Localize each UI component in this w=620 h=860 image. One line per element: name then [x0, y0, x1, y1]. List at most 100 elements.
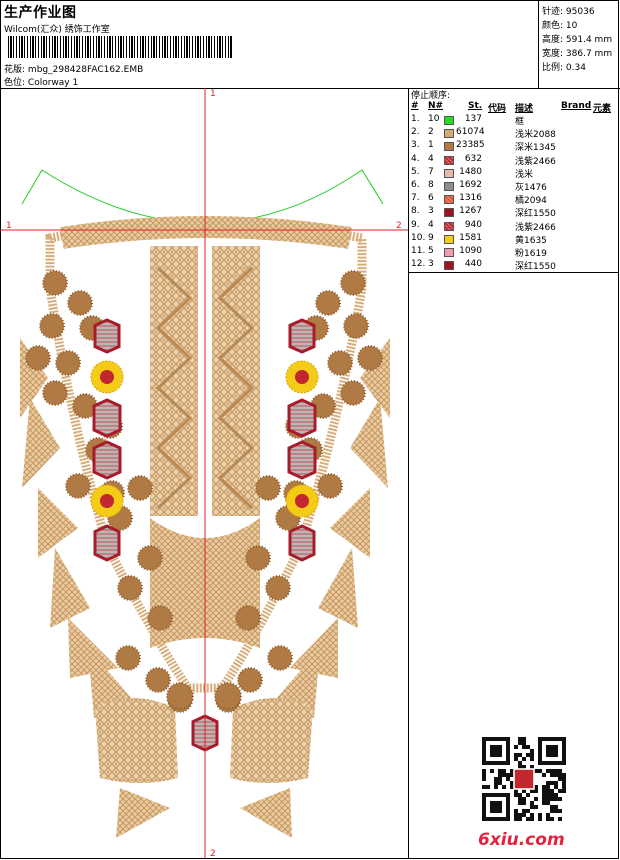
flower-motif [285, 484, 319, 518]
axis-label-left: 1 [6, 221, 12, 231]
col-st: St. [468, 101, 483, 111]
pompom [357, 345, 383, 371]
color-swatch [444, 155, 454, 165]
row-stitches: 1581 [459, 232, 482, 243]
color-swatch [444, 248, 454, 257]
embroidery-design: 1 2 1 2 [0, 88, 408, 859]
axis-label-right: 2 [396, 221, 402, 231]
pompom [343, 313, 369, 339]
color-swatch [444, 221, 454, 231]
row-needle: 3 [428, 206, 434, 217]
pompom [42, 270, 68, 296]
col-code: 代码 [488, 104, 507, 114]
neck-border [60, 216, 352, 249]
row-index: 1. [411, 114, 420, 124]
row-needle: 1 [428, 140, 434, 151]
col-element: 元素 [593, 104, 612, 114]
row-needle: 9 [428, 232, 434, 243]
row-stitches: 632 [464, 153, 482, 164]
pompom [340, 270, 366, 296]
gem-motif [287, 398, 317, 438]
flower-motif [90, 360, 124, 394]
watermark: 6xiu.com [478, 830, 565, 850]
row-description: 黄1635 [515, 235, 547, 246]
col-index: # [411, 101, 419, 111]
pompom [265, 575, 291, 601]
col-brand: Brand [561, 101, 592, 111]
color-row: 10.9 1581 黄1635 [408, 233, 619, 246]
scale-row: 比例: 0.34 [542, 63, 586, 73]
zigzag-right [217, 266, 255, 510]
stats-panel: 针迹: 95036 颜色: 10 高度: 591.4 mm 宽度: 386.7 … [538, 0, 620, 88]
gem-columns [90, 318, 319, 752]
pompom [67, 290, 93, 316]
qr-code [482, 737, 566, 821]
gem-motif [288, 318, 316, 354]
row-index: 9. [411, 219, 420, 230]
row-index: 2. [411, 127, 420, 138]
col-n: N# [428, 101, 444, 111]
pompom [317, 473, 343, 499]
file-name: mbg_298428FAC162.EMB [27, 65, 144, 75]
pompom [327, 350, 353, 376]
bottom-left-motif [95, 698, 178, 783]
row-description: 深红1550 [515, 262, 556, 273]
pompom [42, 380, 68, 406]
row-stitches: 1267 [459, 206, 482, 217]
row-stitches: 1480 [459, 166, 482, 177]
center-panel-left [150, 246, 198, 516]
color-swatch [444, 182, 454, 191]
gem-motif [92, 398, 122, 438]
file-label: 花版: [4, 65, 26, 75]
pompom [39, 313, 65, 339]
stitches-row: 针迹: 95036 [542, 7, 595, 17]
height-row: 高度: 591.4 mm [542, 35, 613, 45]
colors-row: 颜色: 10 [542, 21, 578, 31]
flower-motif [285, 360, 319, 394]
row-stitches: 1692 [459, 180, 482, 190]
row-description: 浅紫2466 [515, 156, 556, 167]
row-description: 深米1345 [515, 143, 556, 154]
row-stitches: 61074 [456, 127, 485, 138]
pompom [127, 475, 153, 501]
row-needle: 6 [428, 193, 434, 204]
gem-motif [287, 440, 317, 480]
design-canvas: 1 2 1 2 [0, 88, 409, 859]
colorway-row: 色位: Colorway 1 [4, 75, 78, 88]
row-stitches: 1090 [459, 246, 482, 256]
gem-motif [93, 524, 121, 562]
bottom-right-motif [230, 698, 313, 783]
gem-motif [93, 318, 121, 354]
pompom [255, 475, 281, 501]
row-needle: 7 [428, 166, 434, 177]
row-index: 3. [411, 140, 420, 151]
row-index: 6. [411, 180, 420, 190]
center-panel-right [212, 246, 260, 516]
row-stitches: 440 [464, 259, 482, 270]
row-description: 浅米 [515, 169, 534, 180]
row-needle: 5 [428, 246, 434, 256]
color-swatch [444, 234, 454, 244]
pompom [235, 605, 261, 631]
header: 生产作业图 Wilcom(汇众) 绣饰工作室 花版: mbg_298428FAC… [0, 0, 620, 89]
colorway-label: 色位: [4, 78, 26, 88]
pompom [147, 605, 173, 631]
pompom [55, 350, 81, 376]
row-index: 10. [411, 232, 426, 243]
row-needle: 4 [428, 219, 434, 230]
row-index: 11. [411, 246, 426, 256]
color-swatch [444, 261, 454, 271]
pompom [214, 682, 242, 710]
pompom [25, 345, 51, 371]
page-title: 生产作业图 [4, 5, 77, 21]
color-swatch [444, 129, 454, 139]
